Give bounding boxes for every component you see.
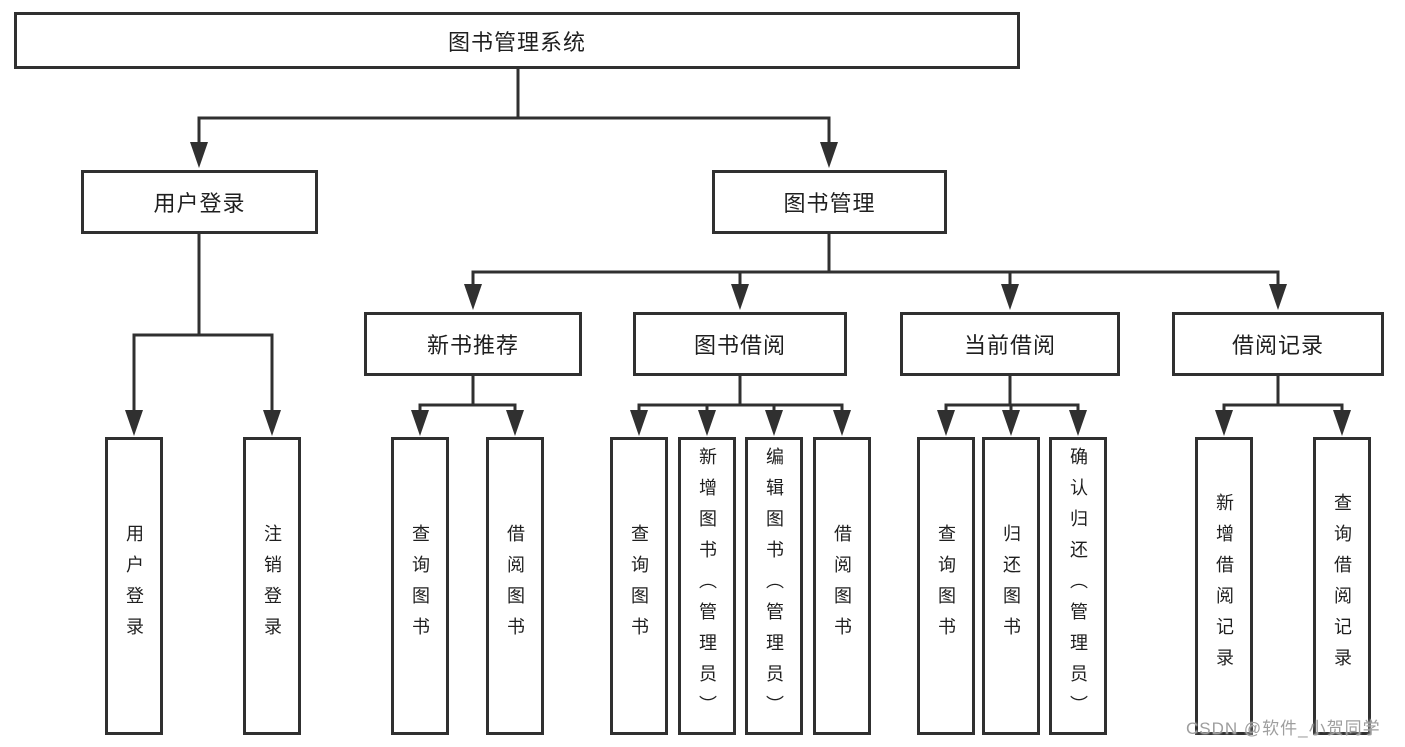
node-label: 借阅记录 [1231,333,1324,358]
leaf-label: 查询图书 [629,524,649,648]
leaf-label: 归还图书 [1001,524,1021,648]
leaf-label: 新增借阅记录 [1214,493,1234,679]
node-new-book-recommendation: 新书推荐 [364,312,582,376]
leaf-borrow-borrow-book: 借阅图书 [813,437,871,735]
leaf-borrow-add-book-admin: 新增图书（管理员） [678,437,736,735]
leaf-label: 编辑图书（管理员） [764,446,784,726]
node-borrowing-records: 借阅记录 [1172,312,1384,376]
node-label: 新书推荐 [426,333,519,358]
node-current-borrowing: 当前借阅 [900,312,1120,376]
node-user-login: 用户登录 [81,170,318,234]
node-label: 图书管理系统 [447,29,586,55]
leaf-records-query-record: 查询借阅记录 [1313,437,1371,735]
leaf-label: 用户登录 [124,524,144,648]
leaf-label: 查询图书 [410,524,430,648]
leaf-logout-login: 注销登录 [243,437,301,735]
node-label: 用户登录 [153,191,246,216]
leaf-records-add-record: 新增借阅记录 [1195,437,1253,735]
leaf-label: 新增图书（管理员） [697,446,717,726]
leaf-label: 查询图书 [936,524,956,648]
leaf-borrow-edit-book-admin: 编辑图书（管理员） [745,437,803,735]
node-label: 图书管理 [783,191,876,216]
leaf-newbook-query-book: 查询图书 [391,437,449,735]
node-label: 当前借阅 [963,333,1056,358]
csdn-watermark: CSDN @软件_小贺同学 [1186,719,1381,738]
node-library-management-system: 图书管理系统 [14,12,1020,69]
leaf-label: 确认归还（管理员） [1068,446,1088,726]
leaf-borrow-query-book: 查询图书 [610,437,668,735]
node-label: 图书借阅 [693,333,786,358]
leaf-current-query-book: 查询图书 [917,437,975,735]
leaf-label: 查询借阅记录 [1332,493,1352,679]
leaf-label: 借阅图书 [505,524,525,648]
leaf-user-login: 用户登录 [105,437,163,735]
leaf-current-return-book: 归还图书 [982,437,1040,735]
leaf-label: 借阅图书 [832,524,852,648]
node-book-borrowing: 图书借阅 [633,312,847,376]
leaf-newbook-borrow-book: 借阅图书 [486,437,544,735]
node-book-management: 图书管理 [712,170,947,234]
leaf-current-confirm-return-admin: 确认归还（管理员） [1049,437,1107,735]
leaf-label: 注销登录 [262,524,282,648]
